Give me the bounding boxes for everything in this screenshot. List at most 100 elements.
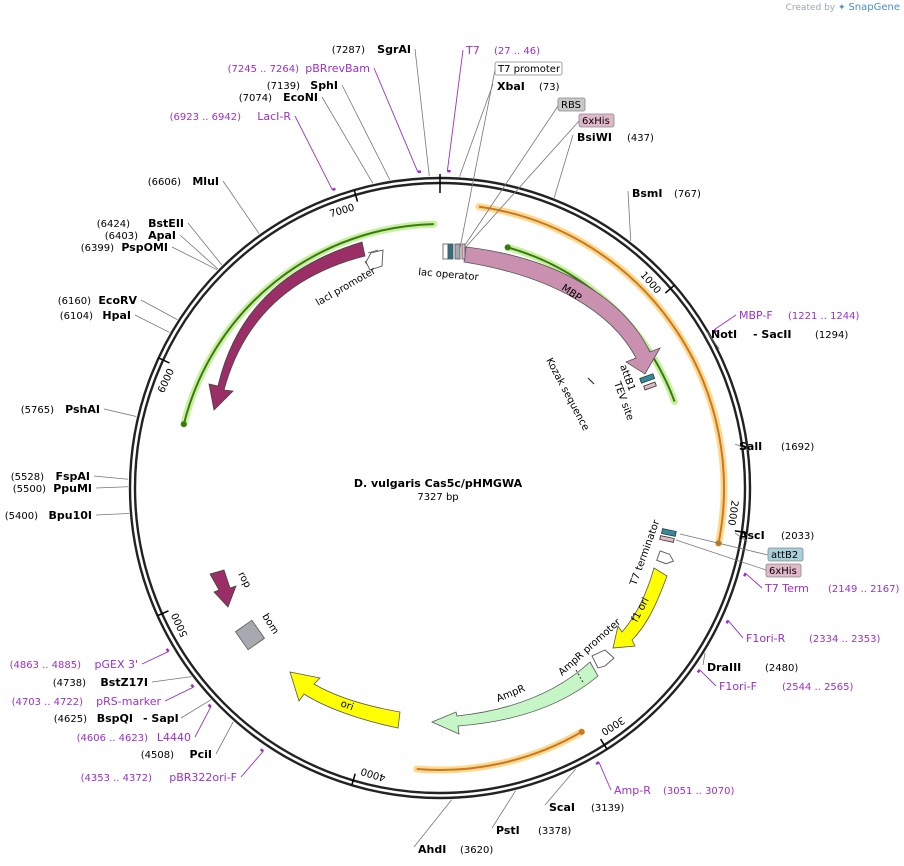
enzyme-xbai-name[interactable]: XbaI [497, 80, 525, 93]
enzyme-fspai-name[interactable]: FspAI [55, 470, 90, 483]
enzyme-asci-name[interactable]: AscI [739, 529, 765, 542]
enzyme-econi-name[interactable]: EcoNI [283, 91, 318, 104]
t7-promoter-box[interactable] [447, 243, 454, 260]
enzyme-bsmi-name[interactable]: BsmI [632, 187, 663, 200]
lac-operator-box[interactable] [442, 243, 449, 260]
primer-f1ori-f-marker[interactable] [696, 669, 701, 674]
enzyme-bpu10i-leader [95, 513, 130, 516]
primer-f1ori-r-marker[interactable] [725, 619, 730, 624]
enzyme-mlui-name[interactable]: MluI [192, 175, 219, 188]
svg-text:T7 promoter: T7 promoter [497, 64, 561, 75]
primer-pbr322ori-f-marker[interactable] [259, 748, 265, 753]
laci-promoter-label: lacI promoter [314, 265, 378, 308]
enzyme-bspqi-name[interactable]: BspQI [97, 712, 133, 725]
his-tag-box[interactable] [461, 243, 466, 260]
enzyme-sacii-name[interactable]: - SacII [753, 328, 791, 341]
enzyme-bsiwi-name[interactable]: BsiWI [577, 131, 612, 144]
enzyme-pcii-name[interactable]: PciI [190, 748, 212, 761]
primer-amp-r-name[interactable]: Amp-R [614, 784, 651, 797]
ampr-feature-arrow[interactable] [430, 661, 599, 735]
bom-feature-box[interactable] [234, 619, 266, 651]
tev-site-box[interactable] [643, 381, 657, 391]
enzyme-ahdi-leader [413, 799, 452, 848]
enzyme-asci-leader [734, 532, 748, 542]
enzyme-ppumi-leader [95, 486, 129, 489]
primer-l4440-marker[interactable] [207, 703, 212, 708]
enzyme-sapi-name[interactable]: - SapI [143, 712, 179, 725]
ori-label: ori [339, 698, 355, 713]
primer-f1ori-f-name[interactable]: F1ori-F [719, 680, 757, 693]
green-orf-arc-left-end [180, 421, 187, 428]
boxed-label-leader-4 [675, 539, 767, 571]
enzyme-bsiwi-position: (437) [627, 133, 654, 144]
enzyme-scai-name[interactable]: ScaI [549, 801, 575, 814]
enzyme-apai-name[interactable]: ApaI [148, 229, 176, 242]
enzyme-psti-name[interactable]: PstI [496, 824, 520, 837]
rop-feature-arrow[interactable] [209, 569, 237, 608]
rbs-box[interactable] [454, 243, 461, 260]
enzyme-sgrai-name[interactable]: SgrAI [377, 43, 411, 56]
attb2-box[interactable] [661, 528, 677, 537]
orange-orf-arc-2[interactable] [416, 731, 583, 771]
primer-f1ori-r-range: (2334 .. 2353) [809, 634, 881, 645]
primer-pgex-3-name[interactable]: pGEX 3' [94, 658, 138, 671]
primer-pbrrevbam-name[interactable]: pBRrevBam [305, 62, 370, 75]
primer-pbr322ori-f-range: (4353 .. 4372) [81, 773, 153, 784]
primer-f1ori-r-name[interactable]: F1ori-R [746, 632, 786, 645]
primer-prs-marker-name[interactable]: pRS-marker [96, 695, 161, 708]
primer-t7-term-marker[interactable] [743, 572, 747, 577]
mbp-feature-arrow[interactable] [463, 246, 661, 375]
green-orf-arc-left[interactable] [182, 223, 434, 425]
label-leads [93, 48, 769, 848]
enzyme-bspqi-leader [180, 699, 212, 719]
ampr-promoter-shape[interactable] [591, 649, 615, 669]
primer-t7-term-name[interactable]: T7 Term [764, 582, 809, 595]
his-tag-2-box[interactable] [659, 535, 675, 543]
primer-amp-r-marker[interactable] [595, 761, 600, 765]
primer-mbp-f-leader [714, 314, 737, 330]
ori-feature-arrow[interactable] [289, 671, 401, 729]
snapgene-credit: Created by ✦ SnapGene [786, 2, 900, 13]
enzyme-sphi-name[interactable]: SphI [310, 79, 338, 92]
attb1-box[interactable] [639, 373, 656, 384]
f1-ori-arrow[interactable] [612, 567, 668, 649]
enzyme-hpai-name[interactable]: HpaI [102, 309, 131, 322]
lac-operator-label: lac operator [418, 267, 480, 283]
enzyme-pspomi-leader [171, 246, 218, 271]
enzyme-bsteii-name[interactable]: BstEII [148, 217, 184, 230]
enzyme-bsmi-position: (767) [674, 189, 701, 200]
primer-t7-name[interactable]: T7 [465, 44, 480, 57]
enzyme-xbai-position: (73) [539, 82, 560, 93]
primer-pbr322ori-f-name[interactable]: pBR322ori-F [169, 771, 237, 784]
enzyme-pshai-name[interactable]: PshAI [65, 403, 100, 416]
primer-pgex-3-marker[interactable] [165, 648, 170, 653]
enzyme-bstz17i-position: (4738) [53, 678, 86, 689]
enzyme-bpu10i-name[interactable]: Bpu10I [49, 509, 93, 522]
green-orf-arc-right-end [504, 244, 511, 251]
primer-pgex-3-range: (4863 .. 4885) [10, 660, 82, 671]
enzyme-ppumi-name[interactable]: PpuMI [53, 482, 92, 495]
primer-mbp-f-marker[interactable] [713, 328, 718, 333]
primer-prs-marker-marker[interactable] [190, 683, 195, 688]
primer-laci-r-marker[interactable] [331, 187, 336, 192]
primer-pgex-3-leader [141, 651, 169, 665]
ring-tick-label: 2000 [725, 499, 740, 526]
orange-orf-arc-1[interactable] [478, 205, 725, 544]
primer-mbp-f-name[interactable]: MBP-F [739, 309, 773, 322]
enzyme-ecorv-position: (6160) [58, 296, 91, 307]
t7-terminator-shape[interactable] [656, 550, 675, 566]
enzyme-pspomi-name[interactable]: PspOMI [121, 241, 168, 254]
enzyme-ecorv-name[interactable]: EcoRV [98, 294, 137, 307]
primer-l4440-name[interactable]: L4440 [157, 731, 191, 744]
enzyme-noti-name[interactable]: NotI [711, 328, 737, 341]
boxed-label-leader-1 [462, 105, 559, 249]
ampr-dashed-mark [575, 669, 585, 685]
enzyme-ahdi-name[interactable]: AhdI [418, 843, 446, 856]
enzyme-bstz17i-name[interactable]: BstZ17I [100, 676, 148, 689]
enzyme-draiii-name[interactable]: DraIII [707, 661, 741, 674]
ring-tick-4000 [351, 773, 356, 786]
primer-laci-r-name[interactable]: LacI-R [257, 110, 291, 123]
enzyme-sali-name[interactable]: SalI [739, 440, 762, 453]
laci-feature-arrow[interactable] [208, 241, 366, 411]
enzyme-apai-leader [179, 234, 219, 270]
